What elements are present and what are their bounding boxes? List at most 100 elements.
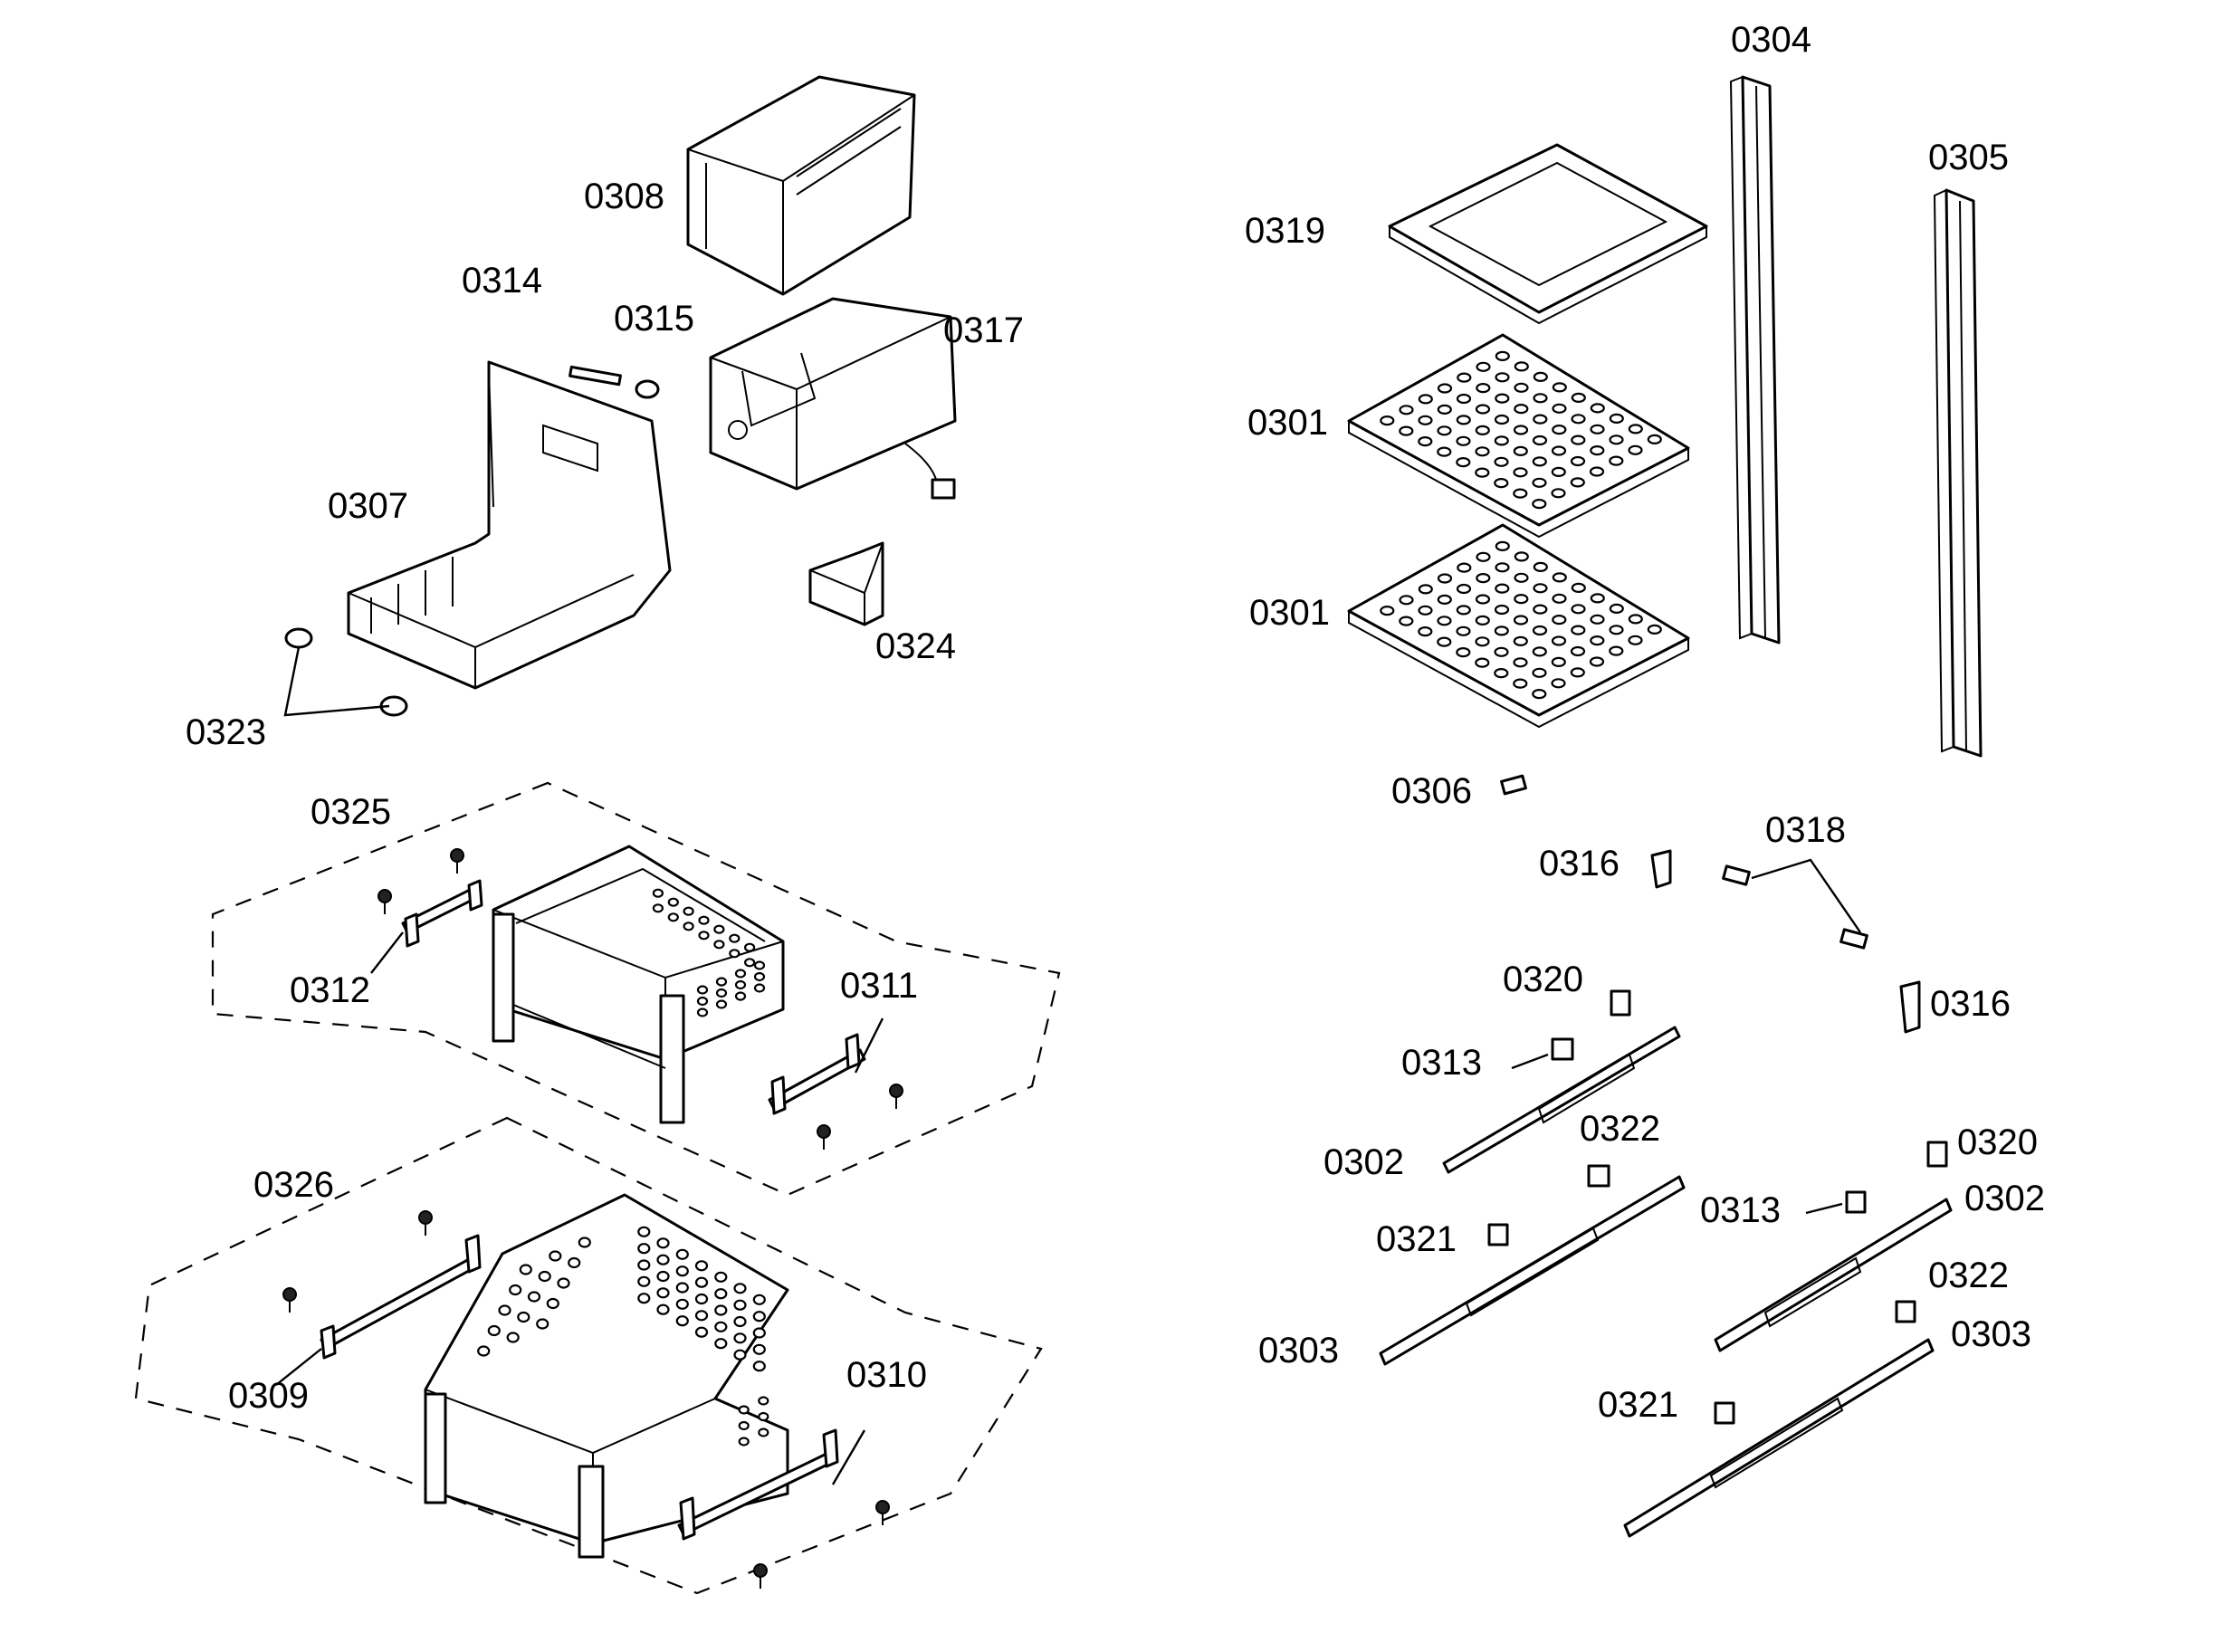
perforation-hole [1418, 584, 1433, 595]
shelf-holes [1380, 350, 1662, 700]
perforation-hole [752, 1327, 766, 1339]
perforation-hole [734, 991, 747, 1001]
perforation-hole [517, 1311, 530, 1323]
label-0302-a: 0302 [1323, 1142, 1404, 1182]
perforation-hole [715, 977, 728, 987]
perforation-hole [1437, 616, 1452, 626]
perforation-hole [1532, 434, 1548, 446]
label-0305: 0305 [1928, 138, 2009, 177]
perforation-hole [527, 1291, 541, 1303]
perforation-hole [1456, 605, 1471, 616]
perforation-hole [536, 1318, 549, 1330]
perforation-hole [487, 1324, 501, 1337]
perforation-hole [1551, 635, 1567, 646]
perforation-hole [1533, 583, 1548, 594]
perforation-hole [1513, 635, 1528, 647]
perforation-hole [1571, 392, 1586, 403]
part-0302-slide-b [1714, 1198, 1953, 1352]
perforation-hole [1590, 593, 1605, 604]
part-0318-clip-a [1722, 864, 1751, 886]
perforation-hole [656, 1254, 670, 1265]
label-0313-a: 0313 [1401, 1043, 1482, 1083]
perforation-hole [1494, 456, 1509, 467]
perforation-hole [729, 933, 741, 943]
perforation-hole [733, 1332, 747, 1344]
perforation-hole [752, 1361, 766, 1372]
perforation-hole [1571, 582, 1586, 594]
perforation-hole [1380, 605, 1395, 616]
perforation-hole [1513, 467, 1528, 478]
part-0316-bracket-a [1650, 849, 1672, 889]
perforation-hole [1551, 488, 1566, 499]
perforation-hole [738, 1437, 750, 1447]
perforation-hole [1456, 625, 1471, 636]
perforation-hole [519, 1264, 532, 1275]
perforation-hole [683, 921, 694, 931]
perforation-hole [1532, 456, 1547, 467]
perforation-hole [568, 1256, 581, 1269]
perforation-hole [713, 924, 725, 934]
label-0322-a: 0322 [1580, 1109, 1660, 1149]
upper-basket-holes [652, 888, 766, 1017]
part-0310-slide [677, 1428, 839, 1541]
perforation-hole [656, 1237, 670, 1249]
perforation-hole [1456, 583, 1472, 595]
perforation-hole [1475, 446, 1490, 457]
perforation-hole [1589, 466, 1605, 477]
label-0320-a: 0320 [1503, 960, 1583, 999]
perforation-hole [752, 1343, 766, 1355]
perforation-hole [696, 985, 709, 995]
perforation-hole [713, 940, 725, 950]
leader-0318 [1751, 858, 1861, 933]
perforation-hole [1456, 415, 1471, 425]
perforation-hole [1532, 477, 1547, 488]
perforation-hole [1418, 415, 1433, 425]
label-0312: 0312 [290, 970, 370, 1010]
perforation-hole [698, 931, 710, 941]
part-0302-slide-a [1442, 1026, 1681, 1174]
group-outline-0325 [211, 781, 1061, 1197]
label-0320-b: 0320 [1957, 1122, 2038, 1162]
perforation-hole [1475, 467, 1490, 478]
label-0325: 0325 [311, 792, 391, 832]
part-0319-frame-shelf [1388, 143, 1708, 325]
perforation-hole [1399, 616, 1414, 626]
perforation-hole [1589, 656, 1605, 667]
label-0306: 0306 [1391, 771, 1472, 811]
perforation-hole [1476, 572, 1491, 584]
label-0303-b: 0303 [1951, 1314, 2031, 1354]
label-0322-b: 0322 [1928, 1256, 2009, 1295]
label-0321-a: 0321 [1376, 1219, 1457, 1259]
perforation-hole [1495, 393, 1510, 404]
part-0306-clip [1500, 774, 1527, 796]
perforation-hole [1513, 488, 1528, 499]
perforation-hole [1494, 435, 1509, 446]
perforation-hole [656, 1303, 670, 1315]
perforation-hole [1590, 614, 1605, 625]
perforation-hole [1551, 445, 1567, 456]
perforation-hole [652, 903, 664, 913]
perforation-hole [1475, 636, 1490, 647]
perforation-hole [1513, 615, 1529, 625]
perforation-hole [1552, 593, 1567, 604]
perforation-hole [675, 1282, 689, 1294]
label-0316-a: 0316 [1539, 844, 1620, 883]
perforation-hole [733, 1299, 747, 1311]
perforation-hole [1494, 414, 1510, 425]
perforation-hole [1456, 435, 1471, 446]
perforation-hole [1590, 445, 1605, 456]
perforation-hole [637, 1275, 651, 1287]
part-0312-slide [401, 879, 483, 948]
label-0302-b: 0302 [1964, 1179, 2045, 1218]
perforation-hole [1609, 645, 1624, 656]
perforation-hole [1418, 625, 1433, 637]
perforation-hole [637, 1226, 651, 1237]
label-0324: 0324 [875, 626, 956, 666]
perforation-hole [675, 1248, 689, 1260]
perforation-hole [1552, 382, 1567, 393]
perforation-hole [714, 1271, 728, 1283]
perforation-hole [694, 1276, 709, 1288]
perforation-hole [753, 983, 766, 993]
perforation-hole [1590, 403, 1605, 414]
